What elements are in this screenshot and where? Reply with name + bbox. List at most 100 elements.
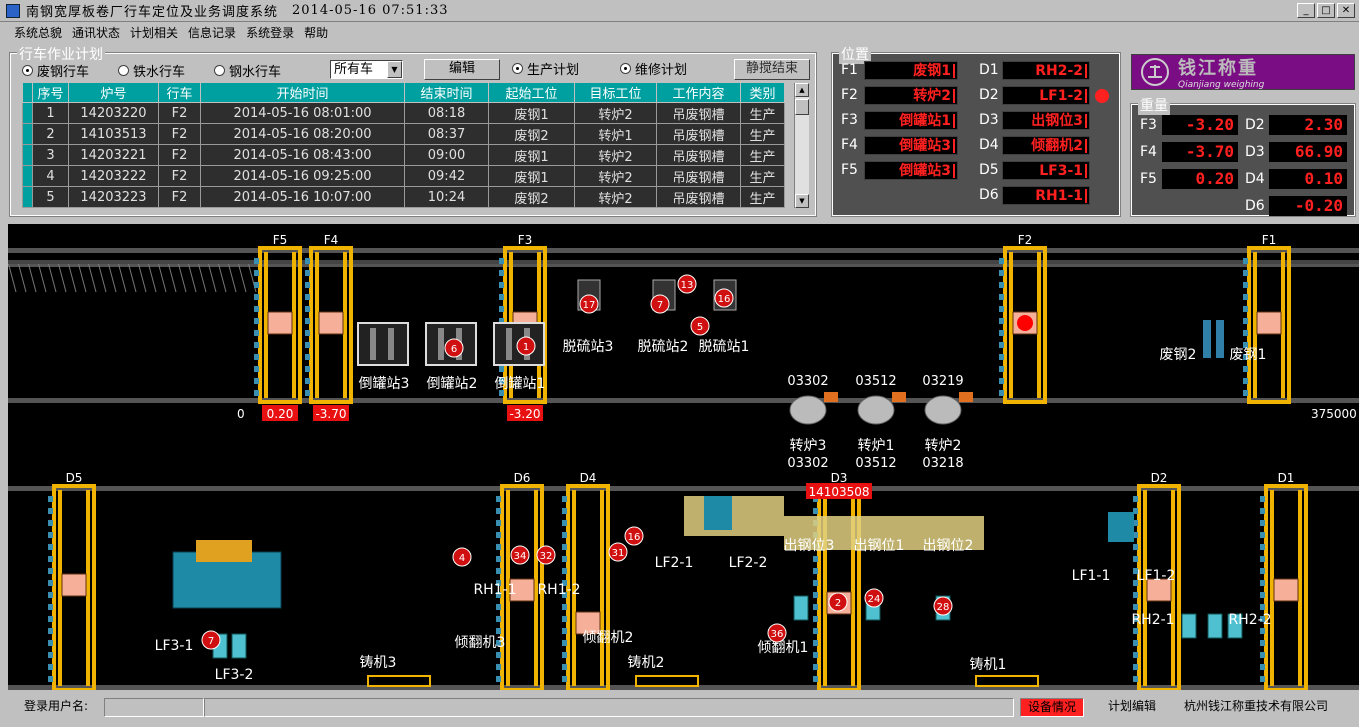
radio-maintenance-plan[interactable]: 维修计划	[620, 59, 687, 78]
plan-edit-button[interactable]: 计划编辑	[1107, 699, 1156, 713]
col-header[interactable]: 开始时间	[200, 82, 405, 103]
ladle-marker[interactable]	[864, 588, 884, 608]
scroll-up-icon[interactable]: ▲	[795, 83, 809, 97]
ladle-marker[interactable]	[714, 288, 734, 308]
rail-hatch	[187, 261, 197, 293]
table-cell: 10:24	[404, 186, 489, 208]
ladle-marker[interactable]	[828, 592, 848, 612]
crane-f1-trolley[interactable]	[1256, 311, 1282, 335]
pour-station[interactable]	[357, 322, 409, 366]
ladle-marker[interactable]	[452, 547, 472, 567]
crane-f5-ladder	[254, 258, 259, 264]
col-header[interactable]: 序号	[32, 82, 69, 103]
position-value: 倒罐站1	[864, 111, 958, 130]
ladle-marker[interactable]	[516, 336, 536, 356]
table-cell: 14203220	[68, 102, 159, 124]
menu-login[interactable]: 系统登录	[246, 25, 295, 40]
col-header[interactable]: 目标工位	[574, 82, 657, 103]
edit-button[interactable]: 编辑	[424, 59, 500, 80]
crane-d4-trolley[interactable]	[575, 611, 601, 635]
converter-vessel[interactable]	[857, 395, 895, 425]
position-label: D2	[979, 87, 999, 103]
table-cell: 14103513	[68, 123, 159, 145]
ladle-marker[interactable]	[510, 545, 530, 565]
col-header[interactable]: 类别	[740, 82, 785, 103]
col-header[interactable]: 结束时间	[404, 82, 489, 103]
col-header[interactable]: 工作内容	[656, 82, 741, 103]
minimize-button[interactable]: _	[1297, 3, 1315, 18]
device-status-button[interactable]: 设备情况	[1020, 698, 1084, 717]
col-header[interactable]: 起始工位	[488, 82, 575, 103]
crane-d5-trolley[interactable]	[61, 573, 87, 597]
radio-steel-crane[interactable]: 钢水行车	[214, 61, 281, 80]
ladle-marker[interactable]	[677, 274, 697, 294]
crane-filter-select[interactable]: 所有车▼	[330, 60, 403, 79]
crane-d5-leg	[58, 490, 62, 686]
crane-f5-ladder	[254, 390, 259, 396]
crane-f1[interactable]	[1247, 246, 1291, 404]
table-cell: 08:18	[404, 102, 489, 124]
crane-d1-trolley[interactable]	[1273, 578, 1299, 602]
ladle-marker[interactable]	[444, 338, 464, 358]
menu-comm-status[interactable]: 通讯状态	[72, 25, 121, 40]
menu-records[interactable]: 信息记录	[188, 25, 237, 40]
ladle-marker[interactable]	[690, 316, 710, 336]
crane-f4-trolley[interactable]	[318, 311, 344, 335]
crane-f2[interactable]	[1003, 246, 1047, 404]
crane-d6-ladder	[496, 508, 501, 514]
caster[interactable]	[367, 675, 431, 687]
table-scrollbar[interactable]: ▲ ▼	[794, 83, 809, 208]
menu-help[interactable]: 帮助	[304, 25, 329, 40]
lf2-station[interactable]	[704, 496, 732, 530]
crane-d2-trolley[interactable]	[1146, 578, 1172, 602]
ladle-marker[interactable]	[536, 545, 556, 565]
station-label: 倒罐站3	[359, 376, 410, 392]
col-header[interactable]: 炉号	[68, 82, 159, 103]
ladle-marker[interactable]	[201, 630, 221, 650]
crane-f5-trolley[interactable]	[267, 311, 293, 335]
crane-f4[interactable]	[309, 246, 353, 404]
crane-f4-ladder	[305, 306, 310, 312]
converter-vessel[interactable]	[924, 395, 962, 425]
scroll-down-icon[interactable]: ▼	[795, 194, 809, 208]
menu-plan[interactable]: 计划相关	[130, 25, 179, 40]
crane-d5-ladder	[48, 496, 53, 502]
caster[interactable]	[635, 675, 699, 687]
crane-d6-trolley[interactable]	[509, 578, 535, 602]
menu-overview[interactable]: 系统总貌	[14, 25, 63, 40]
cursor-bar	[953, 139, 955, 153]
caster[interactable]	[975, 675, 1039, 687]
crane-d6-ladder	[496, 664, 501, 670]
close-button[interactable]: ✕	[1337, 3, 1355, 18]
weight-label: D3	[1245, 144, 1265, 160]
radio-iron-crane[interactable]: 铁水行车	[118, 61, 185, 80]
radio-scrap-crane[interactable]: 废钢行车	[22, 61, 89, 80]
converter-vessel[interactable]	[789, 395, 827, 425]
radio-production-plan[interactable]: 生产计划	[512, 59, 579, 78]
table-cell: 09:42	[404, 165, 489, 187]
ladle-marker[interactable]	[624, 526, 644, 546]
maximize-button[interactable]: □	[1317, 3, 1335, 18]
chevron-down-icon[interactable]: ▼	[387, 61, 402, 78]
ladle-marker[interactable]	[579, 294, 599, 314]
lf1-station[interactable]	[1108, 512, 1134, 542]
crane-f4-ladder	[305, 330, 310, 336]
login-user-field[interactable]	[104, 698, 204, 717]
ladle-marker[interactable]	[933, 596, 953, 616]
crane-f5-ladder	[254, 270, 259, 276]
crane-d5-ladder	[48, 556, 53, 562]
scroll-thumb[interactable]	[795, 99, 809, 115]
ladle-marker[interactable]	[650, 294, 670, 314]
ladle-marker[interactable]	[767, 623, 787, 643]
col-header[interactable]: 行车	[158, 82, 201, 103]
crane-f1-leg	[1253, 252, 1257, 398]
static-end-button[interactable]: 静搅结束	[734, 59, 810, 80]
rail-hatch	[47, 261, 57, 293]
crane-f5[interactable]	[258, 246, 302, 404]
ladle-marker[interactable]	[608, 542, 628, 562]
